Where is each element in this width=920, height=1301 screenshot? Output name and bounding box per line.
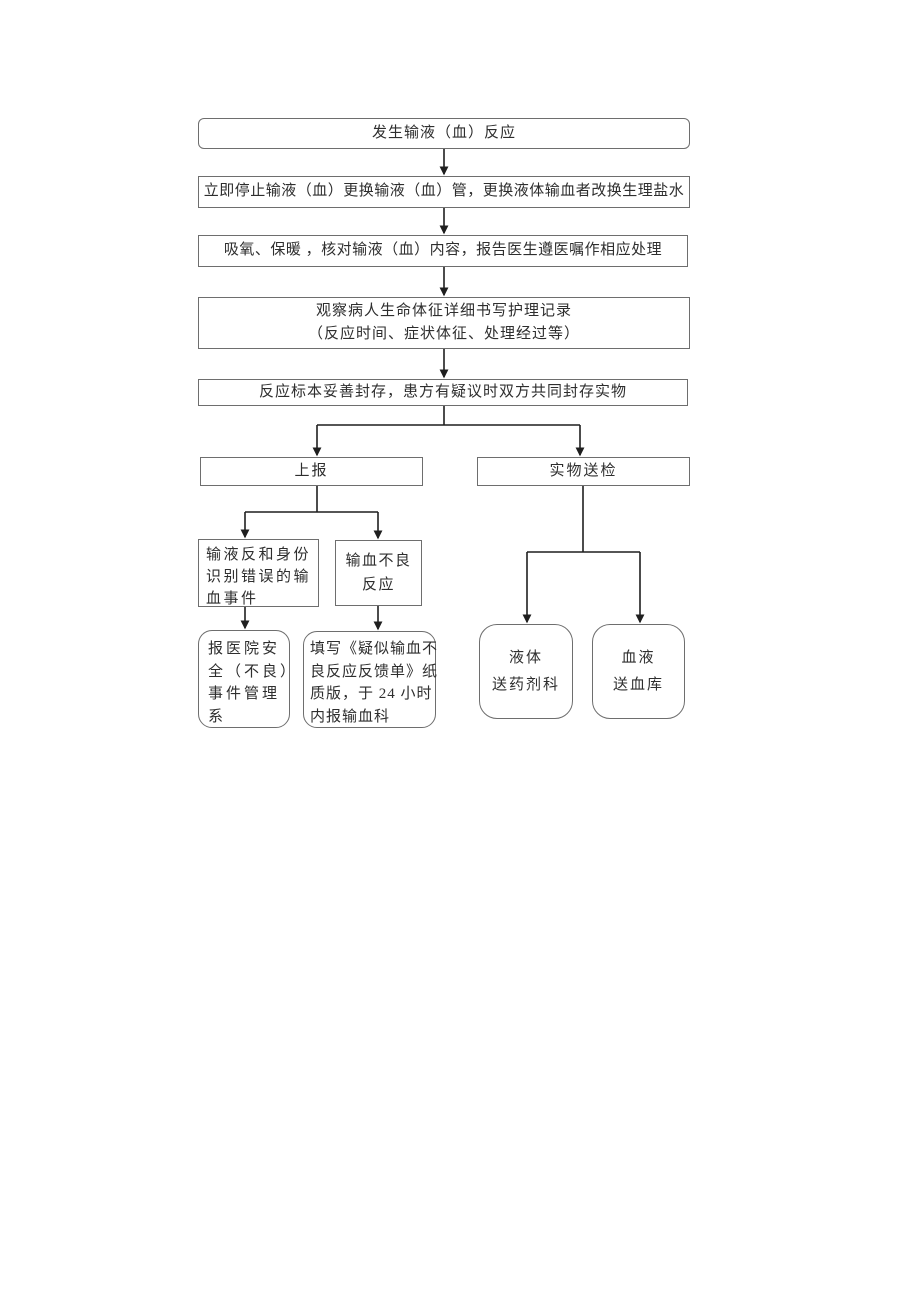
node-branch-report: 上报 <box>200 457 423 486</box>
node-form-line3: 质版，于 24 小时 <box>310 686 433 702</box>
node-form-line4: 内报输血科 <box>310 708 391 725</box>
node-hospital-line3: 事件管理 <box>208 686 281 702</box>
node-liquid-line2: 送药剂科 <box>491 676 560 693</box>
node-form-line1: 填写《疑似输血不 <box>310 641 439 657</box>
node-blood-line1: 血液 <box>621 650 656 667</box>
node-hospital-line1: 报医院安 <box>208 641 281 657</box>
node-liquid-line1: 液体 <box>508 650 543 667</box>
node-observe-line1: 观察病人生命体征详细书写护理记录 <box>315 302 572 319</box>
node-adverse-line2: 反应 <box>361 577 395 593</box>
node-transfusion-adverse-reaction: 输血不良 反应 <box>335 540 422 606</box>
node-blood-line2: 送血库 <box>612 676 664 693</box>
node-adverse-line1: 输血不良 <box>345 553 412 569</box>
node-seal-specimen: 反应标本妥善封存，患方有疑议时双方共同封存实物 <box>198 379 688 406</box>
node-observe-line2: （反应时间、症状体征、处理经过等） <box>307 326 580 342</box>
node-stop-infusion: 立即停止输液（血）更换输液（血）管，更换液体输血者改换生理盐水 <box>198 176 690 208</box>
node-liquid-to-pharmacy: 液体 送药剂科 <box>479 624 573 719</box>
node-form-line2: 良反应反馈单》纸 <box>310 663 439 680</box>
node-branch-send-inspection: 实物送检 <box>477 457 690 486</box>
node-event-line1: 输液反和身份 <box>206 547 312 563</box>
node-feedback-form: 填写《疑似输血不 良反应反馈单》纸 质版，于 24 小时 内报输血科 <box>303 631 439 728</box>
node-reaction-occurs: 发生输液（血）反应 <box>198 118 690 149</box>
node-hospital-line4: 系 <box>208 708 227 725</box>
node-hospital-line2: 全（不良） <box>208 663 299 680</box>
node-event-line2: 识别错误的输 <box>206 568 312 585</box>
node-blood-to-bloodbank: 血液 送血库 <box>592 624 685 719</box>
node-observe-record: 观察病人生命体征详细书写护理记录 （反应时间、症状体征、处理经过等） <box>198 297 690 349</box>
node-oxygen-report-doctor: 吸氧、保暖 ，核对输液（血）内容，报告医生遵医嘱作相应处理 <box>198 235 688 267</box>
node-event-line3: 血事件 <box>206 590 259 607</box>
node-hospital-safety-system: 报医院安 全（不良） 事件管理 系 <box>198 630 295 728</box>
node-identification-error-event: 输液反和身份 识别错误的输 血事件 <box>198 539 319 607</box>
